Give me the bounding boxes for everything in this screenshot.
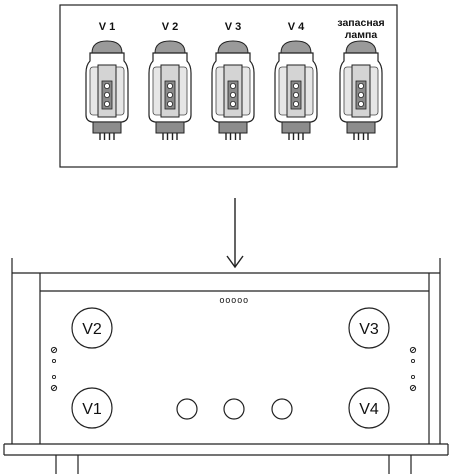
small-hole-icon (51, 358, 57, 364)
small-hole-icon (410, 374, 416, 380)
socket-label-v2: V2 (82, 321, 102, 338)
socket-label-v3: V3 (359, 321, 379, 338)
screw-icon (409, 384, 417, 392)
control-knob-left (176, 398, 198, 420)
control-knob-center (223, 398, 245, 420)
screw-icon (409, 346, 417, 354)
spare-tube-label-line2: лампа (345, 29, 378, 41)
socket-v2: V2 (71, 307, 113, 349)
screw-icon (50, 384, 58, 392)
socket-label-v1: V1 (82, 401, 102, 418)
tube-label-v3: V 3 (225, 21, 242, 33)
socket-v4: V4 (348, 387, 390, 429)
screw-icon (50, 346, 58, 354)
socket-v3: V3 (348, 307, 390, 349)
spare-tube-label-line1: запасная (337, 17, 384, 29)
tube-label-v4: V 4 (288, 21, 305, 33)
amplifier-chassis (3, 258, 449, 474)
socket-label-v4: V4 (359, 401, 379, 418)
socket-v1: V1 (71, 387, 113, 429)
small-hole-icon (51, 374, 57, 380)
control-knob-right (271, 398, 293, 420)
small-hole-icon (410, 358, 416, 364)
indicator-dots: ooooo (219, 296, 249, 306)
tube-label-v1: V 1 (99, 21, 116, 33)
down-arrow-icon (226, 198, 244, 269)
tube-label-v2: V 2 (162, 21, 179, 33)
